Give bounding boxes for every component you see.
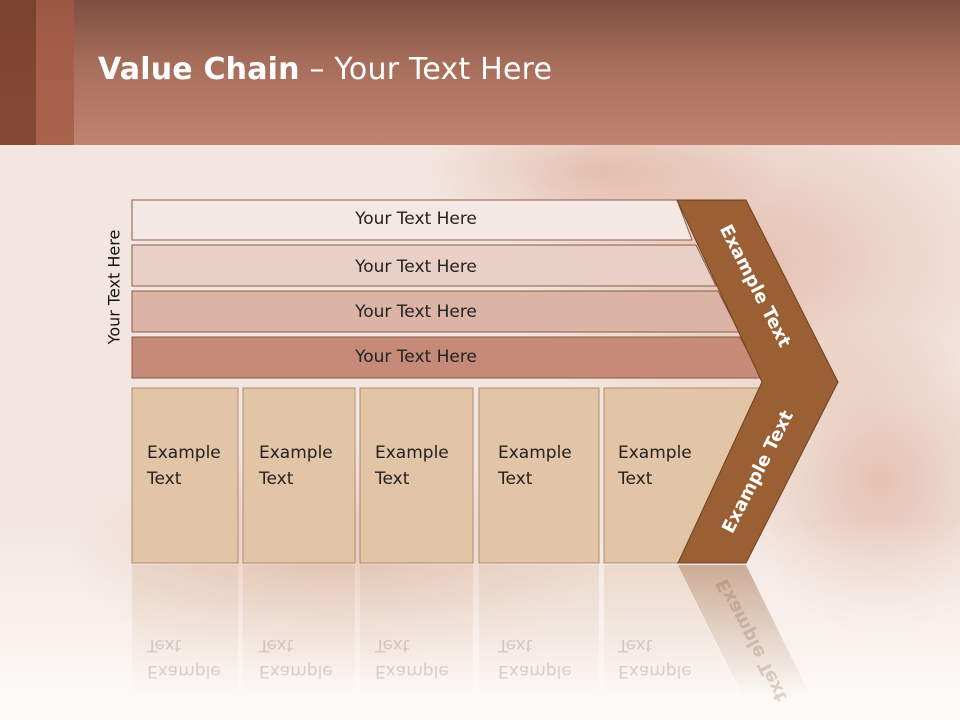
row-label-3: Your Text Here: [355, 302, 477, 322]
column-label-line2: Text: [375, 469, 410, 489]
column-box-3: [359, 387, 474, 564]
column-reflection: [479, 565, 599, 695]
column-label-reflection: Example Text: [259, 632, 333, 684]
header-accent-bar: [0, 0, 36, 145]
column-label-reflection: Example Text: [618, 632, 692, 684]
row-label-1: Your Text Here: [355, 209, 477, 229]
column-box-2: [242, 387, 356, 564]
column-box-4: [478, 387, 600, 564]
slide-title-rest: – Your Text Here: [299, 52, 553, 87]
column-reflection: [132, 565, 238, 695]
reflection-line2: Text: [375, 635, 410, 655]
header-accent-bar: [36, 0, 74, 145]
column-label-line1: Example: [147, 443, 221, 463]
column-label-reflection: Example Text: [375, 632, 449, 684]
reflection-line2: Text: [618, 635, 653, 655]
reflection-line2: Text: [147, 635, 182, 655]
chevron-arrow: [676, 199, 839, 564]
column-reflection: [243, 565, 355, 695]
column-label-reflection: Example Text: [498, 632, 572, 684]
column-reflection: [360, 565, 473, 695]
slide-title-bold: Value Chain: [98, 52, 300, 87]
column-label-line1: Example: [375, 443, 449, 463]
column-label-line2: Text: [259, 469, 294, 489]
slide-title: Value Chain – Your Text Here: [98, 52, 552, 87]
reflection-line1: Example: [147, 661, 221, 681]
column-label-line1: Example: [259, 443, 333, 463]
column-reflection: [604, 565, 740, 695]
row-label-4: Your Text Here: [355, 347, 477, 367]
column-label-line2: Text: [618, 469, 653, 489]
reflection-line1: Example: [618, 661, 692, 681]
row-band-2: [131, 244, 717, 287]
column-label-line2: Text: [498, 469, 533, 489]
reflection-line2: Text: [498, 635, 533, 655]
column-label-line1: Example: [618, 443, 692, 463]
chevron-reflection: [678, 565, 810, 695]
reflection-line1: Example: [498, 661, 572, 681]
row-band-1: [131, 199, 693, 241]
reflection-line2: Text: [259, 635, 294, 655]
title-bar: Value Chain – Your Text Here: [0, 0, 960, 145]
row-label-2: Your Text Here: [355, 257, 477, 277]
reflection-line1: Example: [259, 661, 333, 681]
column-label-reflection: Example Text: [147, 632, 221, 684]
column-box-1: [131, 387, 239, 564]
reflection-line1: Example: [375, 661, 449, 681]
column-label-line2: Text: [147, 469, 182, 489]
column-label-line1: Example: [498, 443, 572, 463]
